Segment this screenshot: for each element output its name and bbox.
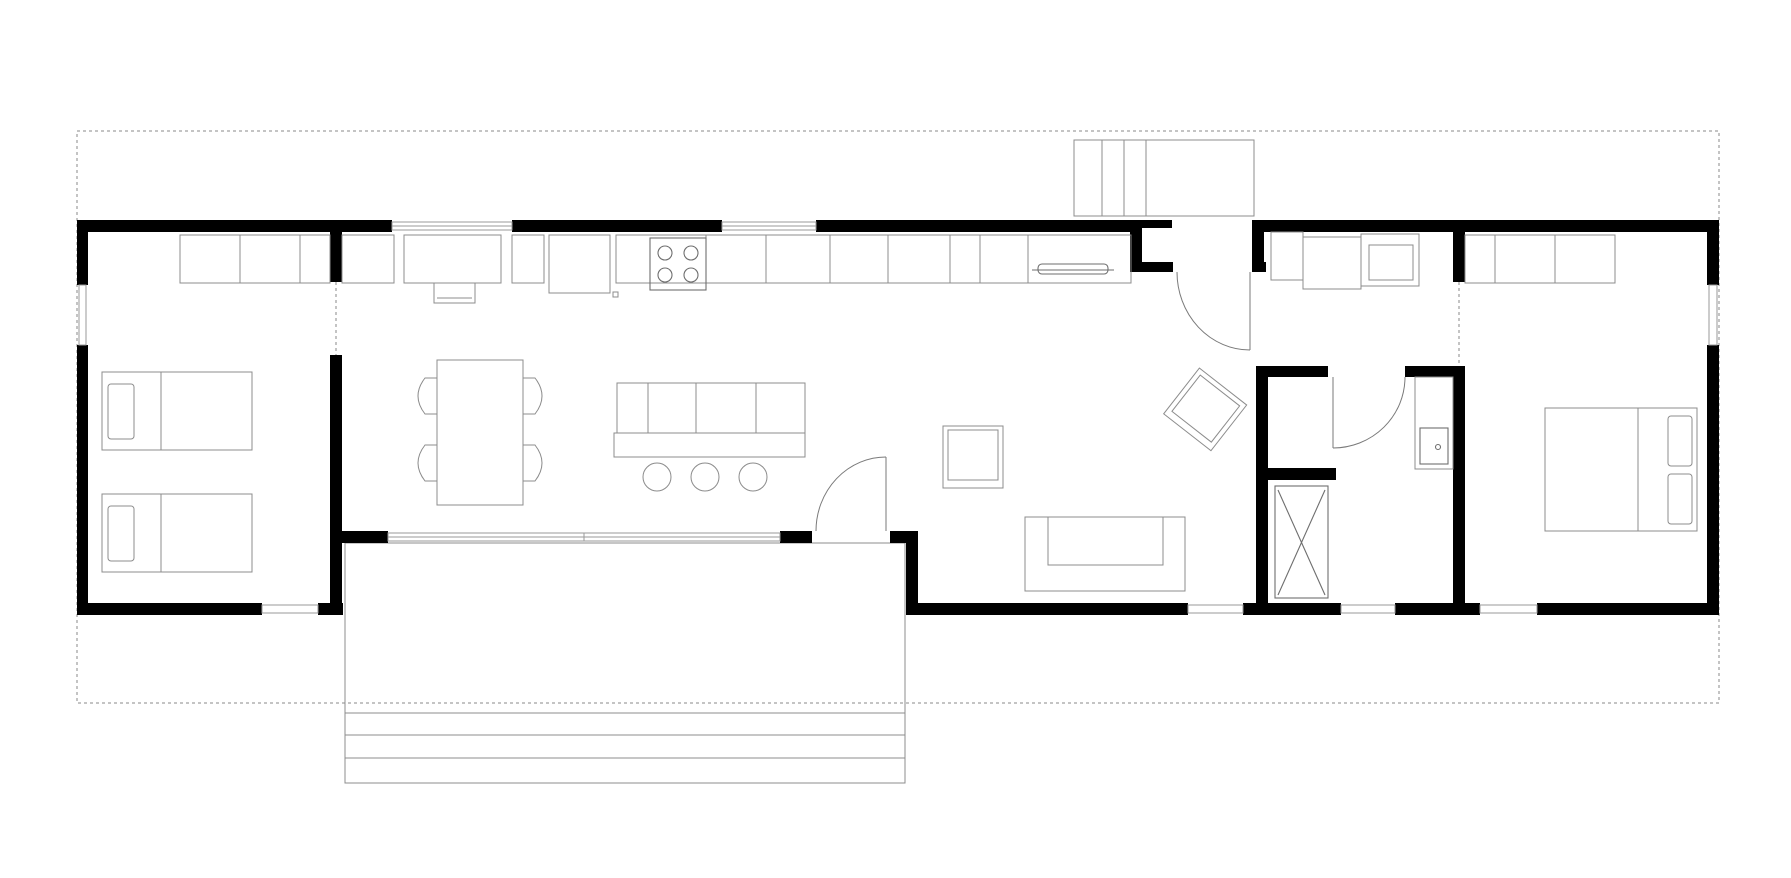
bedroom-2 <box>1464 234 1698 532</box>
doors <box>815 271 1406 532</box>
armchair <box>942 425 1004 489</box>
cooktop <box>649 237 707 291</box>
windows <box>78 221 1718 614</box>
bathroom <box>1270 231 1454 599</box>
armchair <box>1162 367 1248 452</box>
single-bed <box>101 371 253 451</box>
sofa <box>1024 516 1186 592</box>
dining-table <box>417 359 543 506</box>
single-bed <box>101 493 253 573</box>
sink <box>1032 263 1114 275</box>
vanity-sink <box>1414 376 1454 470</box>
walls <box>77 220 1719 615</box>
bedroom-1 <box>101 234 331 573</box>
double-bed <box>1544 407 1698 532</box>
kitchen-counter <box>341 234 1132 304</box>
shower <box>1274 485 1329 599</box>
entry-stair <box>1073 139 1255 217</box>
living-area <box>942 367 1248 592</box>
roof-overhang-outline <box>76 130 1720 704</box>
deck <box>344 542 906 784</box>
kitchen-island <box>613 382 806 492</box>
